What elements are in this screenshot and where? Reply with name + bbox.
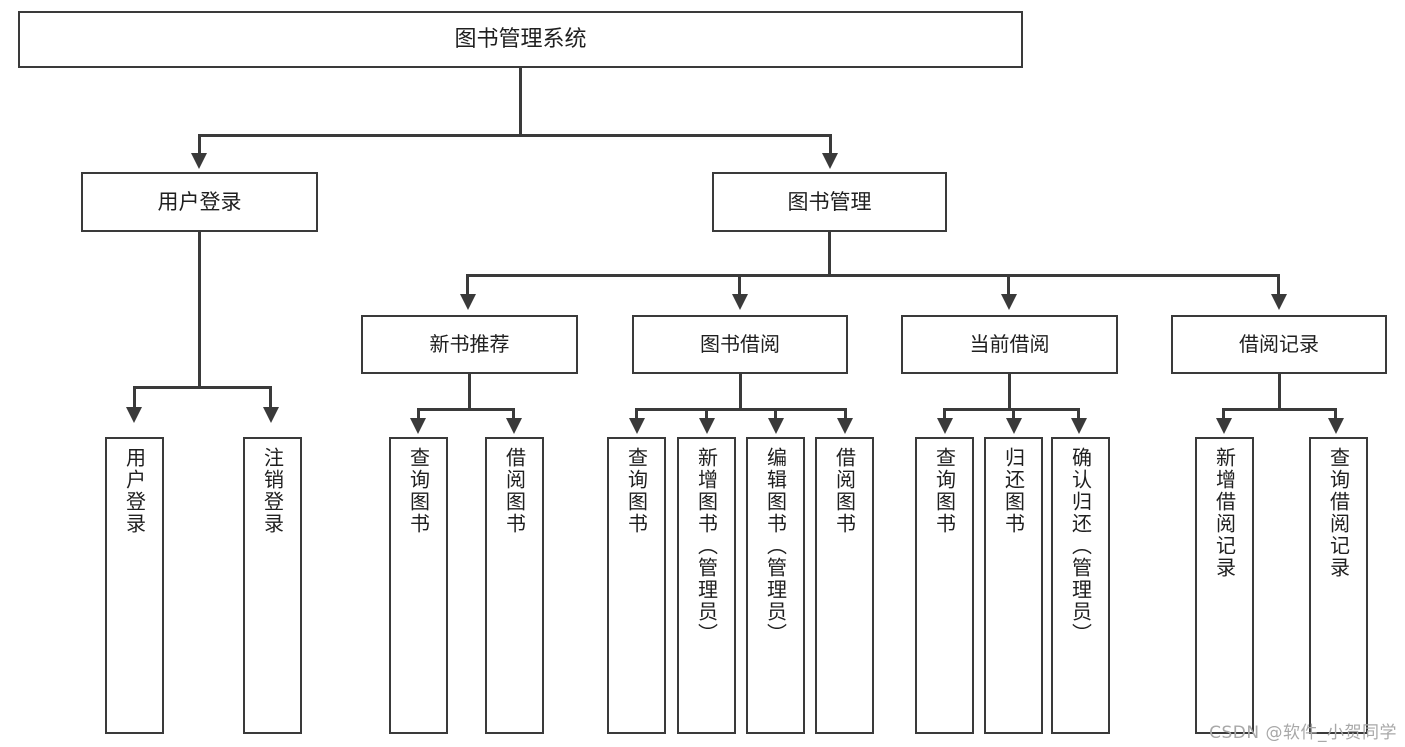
node-leaf-user-login[interactable]: 用户登录	[105, 437, 164, 734]
node-leaf-borrow-book-2[interactable]: 借阅图书	[815, 437, 874, 734]
arrow-bm-to-current-loan	[1001, 294, 1017, 310]
edge-root-stem	[519, 68, 522, 134]
edge-user-login-bus	[133, 386, 272, 389]
node-current-loan[interactable]: 当前借阅	[901, 315, 1118, 374]
edge-bm-to-book-borrow	[738, 274, 741, 296]
edge-user-login-stem	[198, 232, 201, 386]
node-book-manage[interactable]: 图书管理	[712, 172, 947, 232]
node-leaf-add-book-label: 新增图书（管理员）	[694, 447, 719, 645]
node-leaf-query-book-3-label: 查询图书	[932, 447, 957, 535]
node-leaf-query-book-1-label: 查询图书	[406, 447, 431, 535]
edge-bb-to-leaf-1	[635, 408, 638, 422]
edge-bb-to-leaf-2	[705, 408, 708, 422]
edge-nbr-bus	[417, 408, 515, 411]
node-leaf-query-book-3[interactable]: 查询图书	[915, 437, 974, 734]
edge-lr-stem	[1278, 374, 1281, 408]
node-loan-record[interactable]: 借阅记录	[1171, 315, 1387, 374]
edge-nbr-stem	[468, 374, 471, 408]
node-leaf-add-record[interactable]: 新增借阅记录	[1195, 437, 1254, 734]
edge-bm-to-current-loan	[1007, 274, 1010, 296]
edge-user-login-to-leaf-1	[133, 386, 136, 410]
edge-bb-bus	[635, 408, 847, 411]
node-leaf-confirm-return-label: 确认归还（管理员）	[1068, 447, 1093, 645]
arrow-bb-to-leaf-4	[837, 418, 853, 434]
edge-lr-bus	[1222, 408, 1337, 411]
edge-lr-to-leaf-2	[1334, 408, 1337, 422]
edge-bb-to-leaf-4	[844, 408, 847, 422]
node-leaf-user-login-label: 用户登录	[122, 447, 147, 535]
node-leaf-query-book-1[interactable]: 查询图书	[389, 437, 448, 734]
edge-root-bus	[198, 134, 832, 137]
node-leaf-return-book[interactable]: 归还图书	[984, 437, 1043, 734]
node-root-label: 图书管理系统	[454, 26, 587, 52]
arrow-lr-to-leaf-1	[1216, 418, 1232, 434]
node-leaf-edit-book-label: 编辑图书（管理员）	[763, 447, 788, 645]
csdn-watermark: CSDN @软件_小贺同学	[1209, 723, 1397, 743]
arrow-bb-to-leaf-3	[768, 418, 784, 434]
edge-cl-to-leaf-1	[943, 408, 946, 422]
node-leaf-query-book-2[interactable]: 查询图书	[607, 437, 666, 734]
arrow-bb-to-leaf-2	[699, 418, 715, 434]
arrow-bm-to-loan-record	[1271, 294, 1287, 310]
node-book-borrow[interactable]: 图书借阅	[632, 315, 848, 374]
arrow-cl-to-leaf-1	[937, 418, 953, 434]
arrow-bb-to-leaf-1	[629, 418, 645, 434]
arrow-nbr-to-leaf-2	[506, 418, 522, 434]
node-leaf-confirm-return[interactable]: 确认归还（管理员）	[1051, 437, 1110, 734]
node-leaf-return-book-label: 归还图书	[1001, 447, 1026, 535]
node-leaf-query-record[interactable]: 查询借阅记录	[1309, 437, 1368, 734]
edge-cl-stem	[1008, 374, 1011, 408]
arrow-user-login-to-leaf-2	[263, 407, 279, 423]
edge-cl-to-leaf-2	[1012, 408, 1015, 422]
node-leaf-query-book-2-label: 查询图书	[624, 447, 649, 535]
node-leaf-logout[interactable]: 注销登录	[243, 437, 302, 734]
node-current-loan-label: 当前借阅	[969, 331, 1050, 356]
edge-user-login-to-leaf-2	[269, 386, 272, 410]
node-root[interactable]: 图书管理系统	[18, 11, 1023, 68]
edge-cl-to-leaf-3	[1077, 408, 1080, 422]
node-leaf-borrow-book-1-label: 借阅图书	[502, 447, 527, 535]
edge-bb-stem	[739, 374, 742, 408]
arrow-bm-to-book-borrow	[732, 294, 748, 310]
arrow-cl-to-leaf-2	[1006, 418, 1022, 434]
node-leaf-logout-label: 注销登录	[260, 447, 285, 535]
node-user-login[interactable]: 用户登录	[81, 172, 318, 232]
edge-nbr-to-leaf-2	[512, 408, 515, 422]
edge-root-to-user-login	[198, 134, 201, 156]
node-leaf-add-book[interactable]: 新增图书（管理员）	[677, 437, 736, 734]
node-leaf-query-record-label: 查询借阅记录	[1326, 447, 1351, 579]
node-new-book-rec-label: 新书推荐	[429, 331, 510, 356]
node-leaf-edit-book[interactable]: 编辑图书（管理员）	[746, 437, 805, 734]
arrow-root-to-book-manage	[822, 153, 838, 169]
node-leaf-borrow-book-1[interactable]: 借阅图书	[485, 437, 544, 734]
edge-lr-to-leaf-1	[1222, 408, 1225, 422]
node-loan-record-label: 借阅记录	[1239, 331, 1319, 356]
edge-book-manage-bus	[466, 274, 1280, 277]
edge-bm-to-loan-record	[1277, 274, 1280, 296]
node-book-manage-label: 图书管理	[787, 189, 872, 214]
arrow-nbr-to-leaf-1	[410, 418, 426, 434]
edge-cl-bus	[943, 408, 1080, 411]
edge-nbr-to-leaf-1	[417, 408, 420, 422]
edge-bb-to-leaf-3	[774, 408, 777, 422]
node-leaf-add-record-label: 新增借阅记录	[1212, 447, 1237, 579]
edge-bm-to-new-book-rec	[466, 274, 469, 296]
edge-root-to-book-manage	[829, 134, 832, 156]
node-new-book-rec[interactable]: 新书推荐	[361, 315, 578, 374]
arrow-bm-to-new-book-rec	[460, 294, 476, 310]
arrow-root-to-user-login	[191, 153, 207, 169]
arrow-lr-to-leaf-2	[1328, 418, 1344, 434]
node-user-login-label: 用户登录	[157, 189, 242, 214]
node-book-borrow-label: 图书借阅	[700, 331, 780, 356]
edge-book-manage-stem	[828, 232, 831, 274]
node-leaf-borrow-book-2-label: 借阅图书	[832, 447, 857, 535]
arrow-user-login-to-leaf-1	[126, 407, 142, 423]
arrow-cl-to-leaf-3	[1071, 418, 1087, 434]
